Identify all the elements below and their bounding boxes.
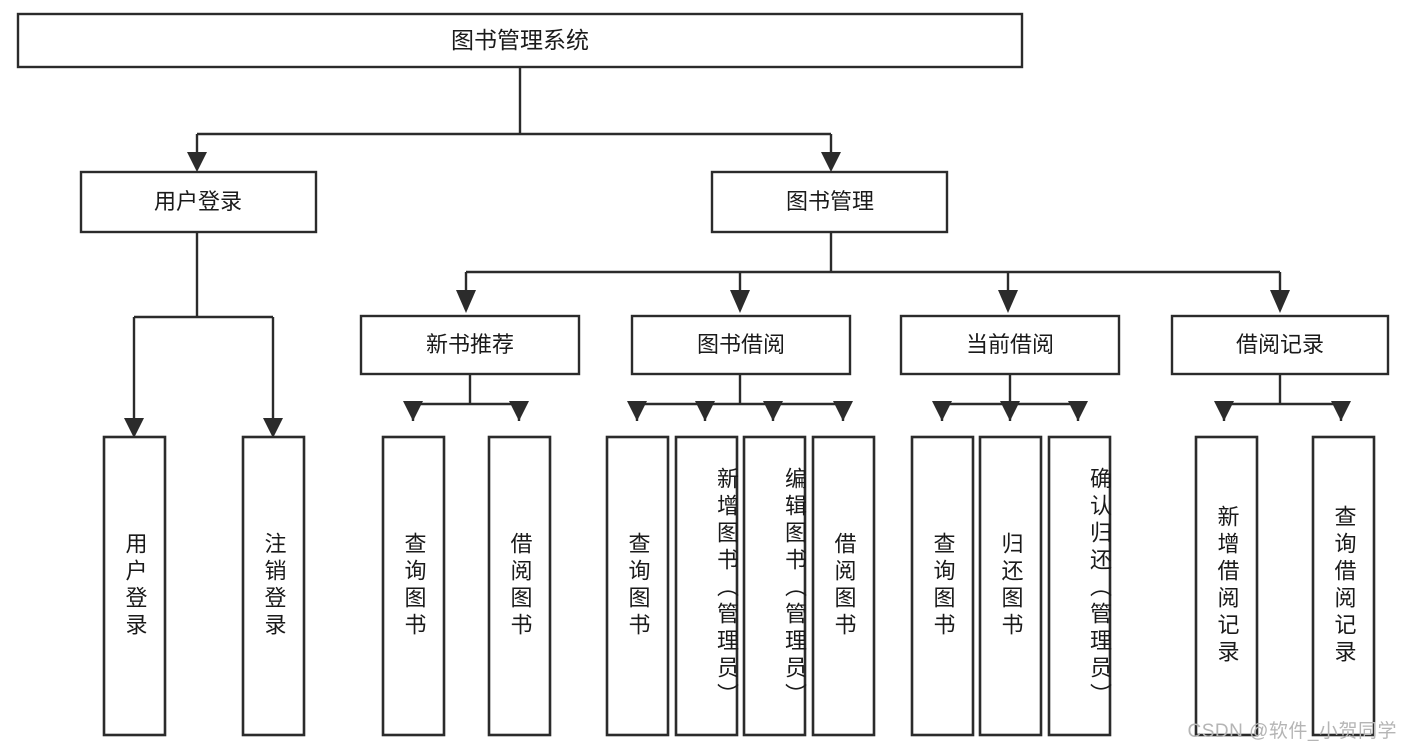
arrow-to-leaf-return-book xyxy=(1000,401,1020,421)
node-leaf-query-book-1[interactable] xyxy=(381,435,446,737)
arrow-to-leaf-borrow-book-1 xyxy=(509,401,529,421)
node-borrow-record[interactable]: 借阅记录 xyxy=(1170,314,1390,376)
arrow-to-leaf-user-logout xyxy=(263,418,283,438)
arrow-to-book-borrow xyxy=(730,290,750,313)
node-current-borrow-label: 当前借阅 xyxy=(966,332,1054,357)
node-new-book-recommend-label: 新书推荐 xyxy=(426,332,514,357)
arrow-to-new-book-recommend xyxy=(456,290,476,313)
arrow-to-book-manage xyxy=(821,152,841,172)
arrow-to-user-login xyxy=(187,152,207,172)
node-book-manage-label: 图书管理 xyxy=(786,189,874,214)
node-leaf-user-logout[interactable] xyxy=(241,435,306,737)
watermark-text: CSDN @软件_小贺同学 xyxy=(1187,721,1397,742)
node-current-borrow[interactable]: 当前借阅 xyxy=(899,314,1121,376)
node-leaf-confirm-return[interactable] xyxy=(1047,435,1112,737)
node-leaf-user-login[interactable] xyxy=(102,435,167,737)
arrow-to-current-borrow xyxy=(998,290,1018,313)
arrow-to-leaf-borrow-book-2 xyxy=(833,401,853,421)
node-leaf-query-record[interactable] xyxy=(1311,435,1376,737)
node-borrow-record-label: 借阅记录 xyxy=(1236,332,1324,357)
arrow-to-borrow-record xyxy=(1270,290,1290,313)
node-user-login-label: 用户登录 xyxy=(154,189,242,214)
node-leaf-return-book[interactable] xyxy=(978,435,1043,737)
node-user-login[interactable]: 用户登录 xyxy=(79,170,318,234)
arrowheads-group xyxy=(124,152,1351,438)
node-leaf-add-book[interactable] xyxy=(674,435,739,737)
arrow-to-leaf-query-record xyxy=(1331,401,1351,421)
arrow-to-leaf-query-book-1 xyxy=(403,401,423,421)
arrow-to-leaf-query-book-2 xyxy=(627,401,647,421)
arrow-to-leaf-edit-book xyxy=(763,401,783,421)
node-leaf-edit-book[interactable] xyxy=(742,435,807,737)
arrow-to-leaf-query-book-3 xyxy=(932,401,952,421)
node-leaf-query-book-2[interactable] xyxy=(605,435,670,737)
arrow-to-leaf-confirm-return xyxy=(1068,401,1088,421)
node-book-borrow[interactable]: 图书借阅 xyxy=(630,314,852,376)
node-book-manage[interactable]: 图书管理 xyxy=(710,170,949,234)
arrow-to-leaf-add-book xyxy=(695,401,715,421)
nodes-group: 图书管理系统 用户登录 图书管理 新书推荐 图书借阅 xyxy=(16,12,1390,737)
node-root-label: 图书管理系统 xyxy=(451,27,589,53)
node-new-book-recommend[interactable]: 新书推荐 xyxy=(359,314,581,376)
arrow-to-leaf-user-login xyxy=(124,418,144,438)
arrow-to-leaf-add-record xyxy=(1214,401,1234,421)
node-leaf-add-record[interactable] xyxy=(1194,435,1259,737)
node-root[interactable]: 图书管理系统 xyxy=(16,12,1024,69)
node-leaf-query-book-3[interactable] xyxy=(910,435,975,737)
node-leaf-borrow-book-2[interactable] xyxy=(811,435,876,737)
node-leaf-borrow-book-1[interactable] xyxy=(487,435,552,737)
node-book-borrow-label: 图书借阅 xyxy=(697,332,785,357)
